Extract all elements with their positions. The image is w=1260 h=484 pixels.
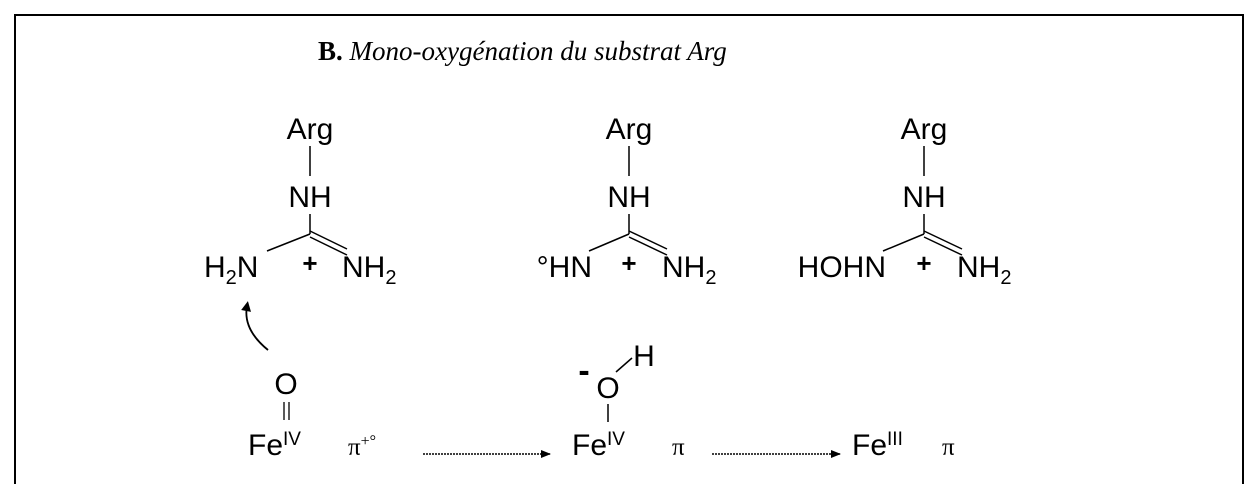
amine-right-label: NH2 [662,251,716,289]
hydroxo-oxygen: O [596,372,619,405]
nh-label: NH [607,181,650,214]
porphyrin-label: π [672,434,685,461]
guanidine-bond-right-2 [309,236,348,256]
panel-title: B. Mono-oxygénation du substrat Arg [318,36,727,67]
guanidine-bond-right-2 [923,236,963,256]
positive-charge: + [621,248,636,278]
curved-arrow-attack [241,301,269,351]
arg-label: Arg [287,113,334,146]
substrate-radical: Arg NH °HN + NH2 [537,113,717,289]
arg-label: Arg [901,113,948,146]
amine-right-label: NH2 [957,251,1011,289]
porphyrin-radical-label: π+° [348,433,376,461]
substrate-arginine: Arg NH H2N + NH2 [204,113,396,289]
guanidine-bond-left [588,233,630,252]
figure-frame [14,14,1244,484]
radical-amine-label: °HN [537,251,592,284]
guanidine-bond-right-1 [309,230,348,250]
o-h-bond [615,357,633,373]
guanidine-bond-right-1 [923,230,963,250]
guanidine-bond-right-1 [628,230,668,250]
iron-iii-species: FeIII π [852,429,955,462]
arg-label: Arg [606,113,653,146]
iron-label: FeIII [852,429,903,462]
oxo-ligand: O [274,368,297,401]
nh-label: NH [288,181,331,214]
porphyrin-label: π [942,434,955,461]
nh-label: NH [902,181,945,214]
guanidine-bond-right-2 [628,236,668,256]
iron-hydroxo-species: - O H FeIV π [572,340,685,462]
guanidine-bond-left [882,233,925,252]
iron-label: FeIV [572,429,625,462]
positive-charge: + [302,248,317,278]
reaction-scheme: Arg NH H2N + NH2 Arg NH °HN + NH2 Arg NH… [204,113,1012,462]
hydroxyamine-label: HOHN [798,251,886,284]
iron-label: FeIV [248,429,301,462]
amine-left-label: H2N [204,251,258,289]
panel-label: B. [318,36,343,66]
negative-charge: - [578,352,589,390]
panel-caption: Mono-oxygénation du substrat Arg [349,36,727,66]
substrate-hydroxyarginine: Arg NH HOHN + NH2 [798,113,1012,289]
amine-right-label: NH2 [342,251,396,289]
guanidine-bond-left [266,233,311,252]
iron-oxo-species: O FeIV π+° [248,368,376,462]
hydroxo-hydrogen: H [633,340,655,373]
positive-charge: + [916,248,931,278]
